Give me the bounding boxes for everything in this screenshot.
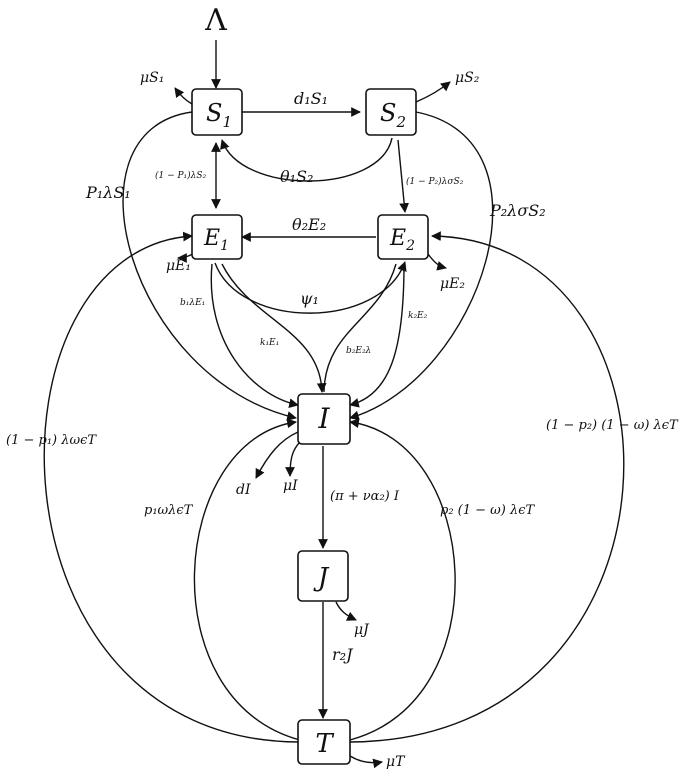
node-s1-box	[191, 88, 243, 136]
label-mu-i: μI	[283, 478, 298, 494]
label-k1e1: k₁E₁	[260, 338, 279, 348]
node-e1-box	[191, 214, 243, 260]
node-s1-label: S1	[206, 99, 232, 131]
edge-e1-to-i-inner	[221, 263, 327, 393]
edge-s2-death	[415, 81, 451, 103]
recruitment-symbol: Λ	[204, 3, 227, 38]
label-mu-e2: μE₂	[440, 276, 465, 292]
node-s2-label: S2	[380, 99, 406, 131]
edge-t-to-e2	[349, 231, 625, 743]
compartment-boxes	[191, 88, 429, 765]
node-j-label: J	[313, 563, 330, 593]
node-e1-label: E1	[203, 226, 229, 254]
edge-e1-to-e2	[214, 261, 407, 314]
label-psi1: ψ₁	[300, 289, 319, 308]
edge-e2-death	[427, 253, 447, 271]
label-t-to-e2: (1 − p₂) (1 − ω) λϵT	[546, 418, 679, 433]
edge-s2-to-e2	[397, 139, 410, 213]
label-p2-lambda-sigma-s2: P₂λσS₂	[489, 201, 546, 220]
label-r2j: r₂J	[332, 645, 354, 664]
label-d1s1: d₁S₁	[294, 89, 328, 108]
node-e2-box	[377, 214, 429, 260]
edge-i-disease-death	[255, 431, 299, 479]
edge-t-to-i-left	[193, 418, 301, 741]
label-p1-lambda-s1: P₁λS₁	[85, 183, 131, 202]
label-mu-s2: μS₂	[455, 70, 480, 86]
label-mu-t: μT	[386, 754, 406, 770]
edge-t-death	[349, 755, 383, 769]
label-theta2e2: θ₂E₂	[292, 215, 326, 234]
label-mu-s1: μS₁	[140, 70, 164, 86]
edge-s1-death	[174, 87, 193, 105]
edge-t-to-e1	[43, 231, 299, 743]
label-theta1s2: θ₁S₂	[280, 167, 313, 186]
node-i-box	[297, 393, 351, 445]
edge-e2-to-i-inner	[323, 263, 397, 393]
node-i-label: I	[317, 402, 330, 435]
label-b1-lambda-e1: b₁λE₁	[180, 298, 205, 308]
label-p2-t-to-i: p₂ (1 − ω) λϵT	[440, 503, 535, 518]
edge-s1-to-i	[122, 111, 297, 421]
node-t-label: T	[315, 729, 334, 759]
label-rate-s1-e1: (1 − P₁)λS₂	[155, 170, 207, 181]
label-mu-j: μJ	[354, 622, 370, 638]
label-d-i: dI	[236, 482, 251, 498]
node-t-box	[297, 719, 351, 765]
edge-i-natural-death	[285, 441, 301, 477]
edge-j-death	[335, 601, 357, 621]
edge-e2-to-i-outer	[349, 263, 405, 408]
edge-s2-to-s1	[220, 137, 393, 182]
edge-s2-to-i	[349, 111, 494, 421]
node-labels: Λ S1 S2 E1 E2 I J T	[203, 3, 415, 759]
label-t-to-e1: (1 − p₁) λωϵT	[6, 433, 97, 448]
label-mu-e1: μE₁	[166, 258, 191, 274]
label-k2e2: k₂E₂	[408, 311, 428, 321]
node-j-box	[297, 550, 349, 602]
label-p1-omega-lambda-eps-t: p₁ωλϵT	[144, 503, 194, 518]
label-b2e2-lambda: b₂E₂λ	[346, 346, 371, 356]
node-e2-label: E2	[389, 226, 415, 254]
node-s2-box	[365, 88, 417, 136]
edge-t-to-i-right	[349, 418, 456, 741]
edges	[43, 40, 625, 769]
label-rate-s2-e2: (1 − P₂)λσS₂	[406, 176, 464, 187]
label-pi-nu-alpha-i: (π + να₂) I	[330, 489, 400, 504]
edge-labels: μS₁ μS₂ d₁S₁ θ₁S₂ (1 − P₁)λS₂ (1 − P₂)λσ…	[6, 70, 679, 770]
edge-e1-to-i-outer	[210, 263, 299, 408]
